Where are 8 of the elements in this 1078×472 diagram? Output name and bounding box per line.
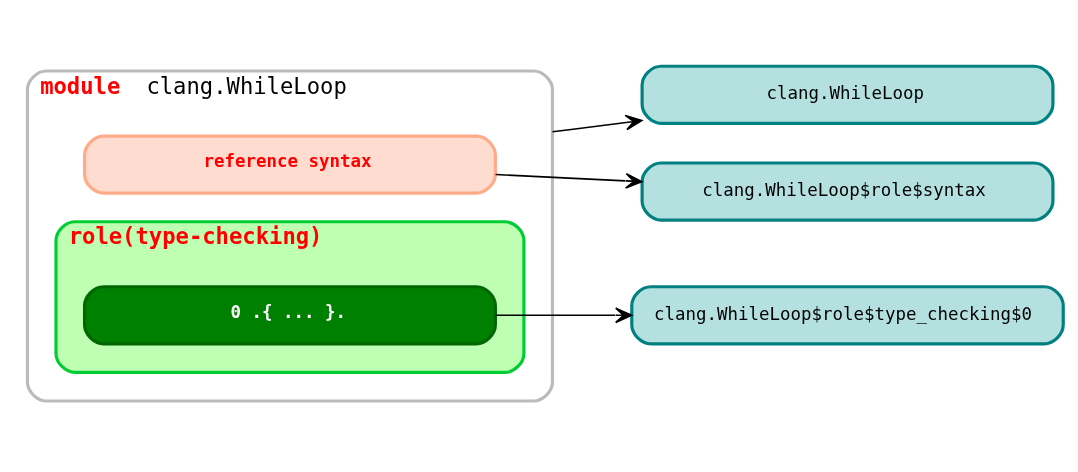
arrow <box>551 114 643 133</box>
node-box: clang.WhileLoop$role$type_checking$0 <box>630 285 1065 346</box>
node-box: 0 .{ ... }. <box>82 285 497 346</box>
node-box: reference syntax <box>82 134 497 195</box>
arrow <box>494 307 633 324</box>
node-box: clang.WhileLoop <box>640 64 1055 125</box>
arrow <box>494 172 643 189</box>
node-box: clang.WhileLoop$role$syntax <box>640 161 1055 222</box>
